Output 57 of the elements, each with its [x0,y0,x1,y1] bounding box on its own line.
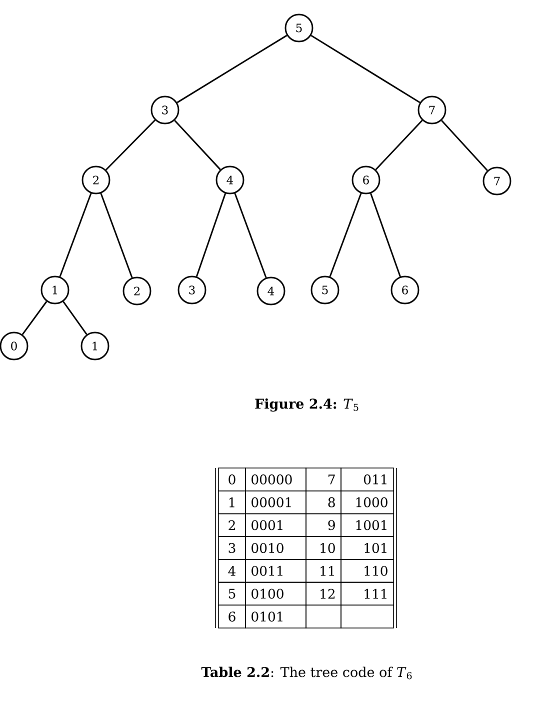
tree-edge [370,193,401,277]
tree-node: 3 [178,276,206,304]
tree-edge [22,301,48,335]
table-cell: 1001 [340,513,394,537]
table-cell: 0 [218,468,246,492]
tree-node: 4 [216,166,244,194]
tree-node: 5 [310,276,340,304]
table-cell: 4 [218,559,246,583]
table-cell: 1000 [340,490,394,514]
tree-node: 1 [40,276,70,304]
table-cell: 10 [306,536,342,560]
tree-edge [310,34,420,104]
table-cell: 6 [218,604,246,628]
tree-edge [441,120,488,171]
table-cell: 12 [306,582,342,606]
tree-edge [196,193,226,277]
tree-node: 0 [0,332,28,360]
tree-node: 6 [352,166,380,194]
tree-node: 3 [150,96,180,124]
figure-caption: Figure 2.4: T$_{5}$ [255,398,358,412]
table-cell: 8 [306,490,342,514]
tree-node: 6 [390,276,420,304]
table-cell: 011 [340,468,394,492]
table-cell: 0011 [245,559,306,583]
tree-node: 1 [80,332,110,360]
table-cell: 9 [306,513,342,537]
tree-edge [105,120,156,170]
tree-edge [375,120,423,170]
tree-edge [176,34,288,104]
tree-node: 5 [284,14,314,42]
table-cell: 00001 [245,490,306,514]
table-cell: 111 [340,582,394,606]
tree-node: 4 [256,276,286,306]
table-cell: 0101 [245,604,306,628]
table-cell: 2 [218,513,246,537]
table-cell: 0010 [245,536,306,560]
tree-node: 7 [418,96,446,124]
table-cell: 5 [218,582,246,606]
table-cell: 0100 [245,582,306,606]
tree-edge [234,193,267,278]
table-caption: Table 2.2: The tree code of T$_{6}$ [201,666,412,680]
table-cell: 0001 [245,513,306,537]
table-cell: 1 [218,490,246,514]
table-cell: 11 [306,559,342,583]
tree-edge [329,193,362,277]
table-cell: 00000 [245,468,306,492]
tree-edge [59,193,92,277]
table-cell: 101 [340,536,394,560]
tree-edge [62,301,88,335]
tree-node: 7 [482,166,512,196]
tree-node: 2 [82,166,110,194]
table-cell: 3 [218,536,246,560]
tree-node: 2 [122,276,152,306]
table-cell: 110 [340,559,394,583]
tree-edge [174,120,221,170]
table-cell: 7 [306,468,342,492]
tree-edge [100,193,133,278]
